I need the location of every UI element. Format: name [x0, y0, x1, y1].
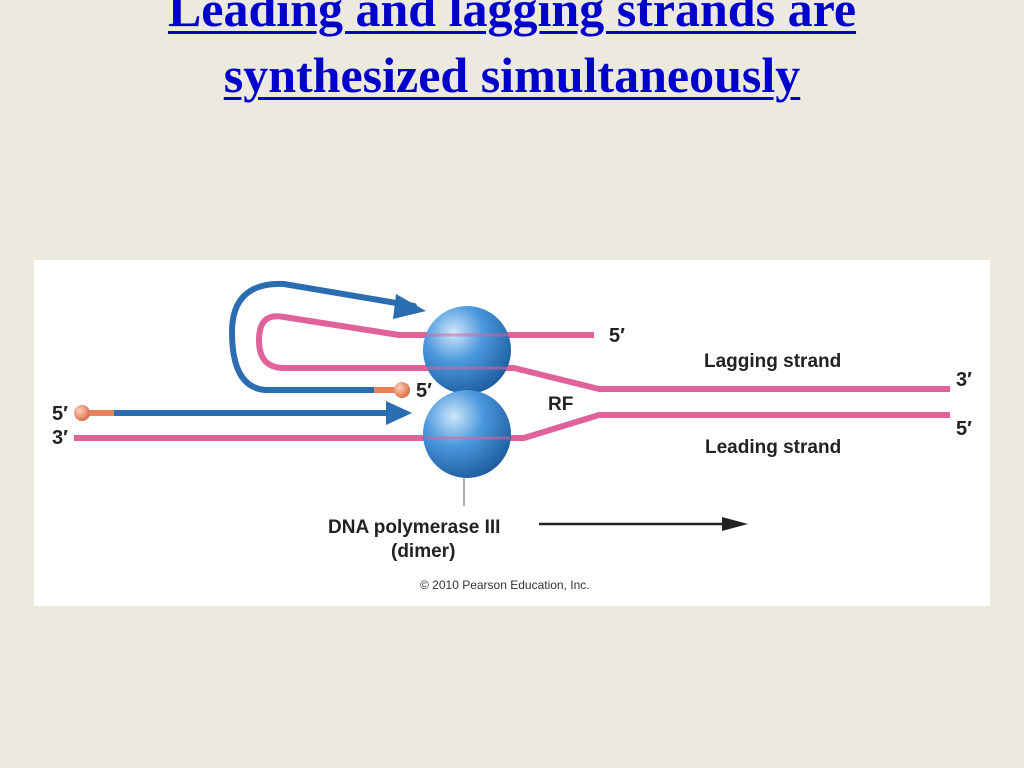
leading-primer-cap	[74, 405, 90, 421]
leading-arrowhead	[386, 401, 412, 425]
polymerase-label-line1: DNA polymerase III	[328, 517, 500, 538]
lagging-arrowhead	[393, 294, 426, 319]
polymerase-lower-subunit	[423, 390, 511, 478]
leading-5prime-label: 5′	[956, 418, 972, 440]
polymerase-upper-subunit	[423, 306, 511, 394]
left-3prime-label: 3′	[52, 427, 68, 449]
polymerase-label-line2: (dimer)	[391, 541, 455, 562]
left-5prime-label: 5′	[52, 403, 68, 425]
replication-fork-label: RF	[548, 394, 573, 415]
title-line-2: synthesized simultaneously	[223, 47, 801, 103]
replication-fork-diagram: 5′ Lagging strand 3′ 5′ 5′ 3′ RF 5′ Lead…	[52, 280, 972, 592]
lagging-template-strand	[256, 313, 950, 392]
lagging-strand-label: Lagging strand	[704, 351, 841, 372]
title-line-1: Leading and lagging strands are	[167, 0, 857, 37]
direction-arrowhead	[722, 517, 748, 531]
leading-template-strand	[74, 412, 950, 441]
lagging-top-5prime-label: 5′	[609, 325, 625, 347]
lagging-new-strand	[228, 280, 417, 393]
primer-5prime-label: 5′	[416, 380, 432, 402]
replication-fork-figure: 5′ Lagging strand 3′ 5′ 5′ 3′ RF 5′ Lead…	[34, 260, 990, 606]
leading-strand-label: Leading strand	[705, 437, 841, 458]
lagging-3prime-label: 3′	[956, 369, 972, 391]
lagging-primer-cap	[394, 382, 410, 398]
copyright-notice: © 2010 Pearson Education, Inc.	[420, 578, 590, 592]
slide-title: Leading and lagging strands are synthesi…	[0, 0, 1024, 108]
